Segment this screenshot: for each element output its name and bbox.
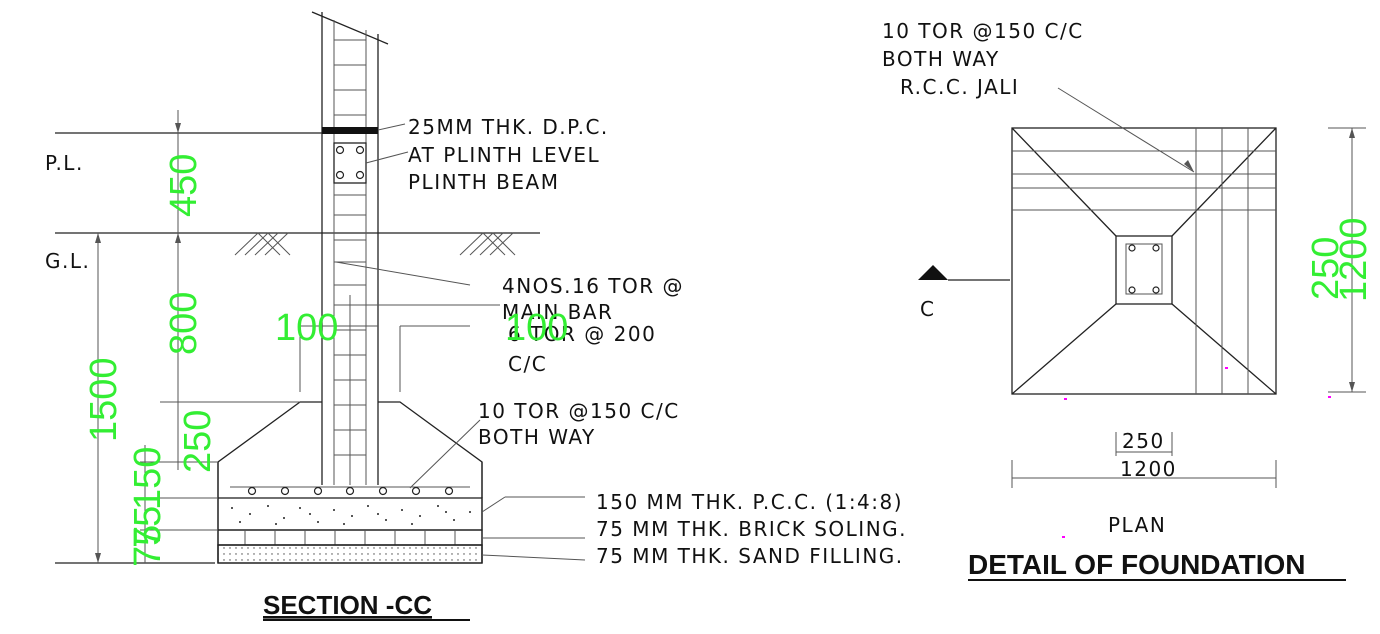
dim-250-section: 250 <box>177 410 219 473</box>
layer-sand-label: 75 MM THK. SAND FILLING. <box>596 544 904 568</box>
plan-dim-250-bottom: 250 <box>1122 429 1165 453</box>
dim-100-right: 100 <box>505 307 568 349</box>
note-main-bar-line1: 4NOS.16 TOR @ <box>502 274 684 298</box>
dim-75-sand: 75 <box>127 525 169 567</box>
wall-break-line <box>311 11 389 45</box>
layer-brick-label: 75 MM THK. BRICK SOLING. <box>596 517 907 541</box>
plan-note-line2: BOTH WAY <box>882 47 1000 71</box>
plan-view <box>918 87 1366 538</box>
dim-450: 450 <box>163 154 205 217</box>
plan-dim-1200-bottom: 1200 <box>1120 457 1177 481</box>
note-stirrup-line2: C/C <box>508 352 547 376</box>
brick-joints <box>244 530 456 545</box>
dim-75-brick: 75 <box>127 506 169 548</box>
dim-800: 800 <box>163 292 205 355</box>
note-mesh-line2: BOTH WAY <box>478 425 596 449</box>
note-mesh-line1: 10 TOR @150 C/C <box>478 399 680 423</box>
leader-dpc <box>377 123 406 131</box>
plinth-level-label: P.L. <box>45 151 84 175</box>
dim-1500: 1500 <box>83 357 125 442</box>
footing-right-slope <box>378 401 483 498</box>
section-marker-label: C <box>920 297 935 321</box>
plan-column <box>1115 235 1173 305</box>
plan-column-bars <box>1128 244 1160 294</box>
leader-jali <box>1057 87 1195 173</box>
plan-dim-250-right: 250 <box>1305 237 1347 300</box>
dpc-layer <box>322 127 378 134</box>
plan-note-line3: R.C.C. JALI <box>900 75 1019 99</box>
plan-dim-1200-right: 1200 <box>1333 217 1375 302</box>
section-marker-arrow <box>918 265 948 280</box>
ground-hatch-right <box>459 232 516 256</box>
leader-main-bar <box>335 261 471 286</box>
layer-pcc-label: 150 MM THK. P.C.C. (1:4:8) <box>596 490 903 514</box>
mesh-bars <box>247 486 454 496</box>
note-plinth-beam: PLINTH BEAM <box>408 170 559 194</box>
pcc-aggregate <box>231 505 471 525</box>
plinth-beam <box>333 142 367 184</box>
ground-level-label: G.L. <box>45 249 90 273</box>
note-main-bar-line2: MAIN BAR <box>502 300 613 324</box>
section-title: SECTION -CC <box>263 590 432 620</box>
note-stirrup-line1: 6 TOR @ 200 <box>508 322 656 346</box>
pcc-layer <box>217 497 483 531</box>
note-dpc-line2: AT PLINTH LEVEL <box>408 143 600 167</box>
plan-note-line1: 10 TOR @150 C/C <box>882 19 1084 43</box>
dim-150: 150 <box>127 447 169 510</box>
footing-left-slope <box>217 401 322 498</box>
plan-label: PLAN <box>1108 513 1166 537</box>
plan-footing-outline <box>1011 127 1277 395</box>
plan-mesh <box>1012 128 1276 394</box>
plinth-beam-bars <box>335 145 365 180</box>
leader-mesh <box>409 419 481 489</box>
dim-100-left: 100 <box>275 307 338 349</box>
foundation-title: DETAIL OF FOUNDATION <box>968 549 1306 580</box>
note-dpc-line1: 25MM THK. D.P.C. <box>408 115 609 139</box>
section-cc-view <box>55 11 586 564</box>
brick-soling-layer <box>217 529 483 546</box>
ground-hatch-left <box>234 232 291 256</box>
